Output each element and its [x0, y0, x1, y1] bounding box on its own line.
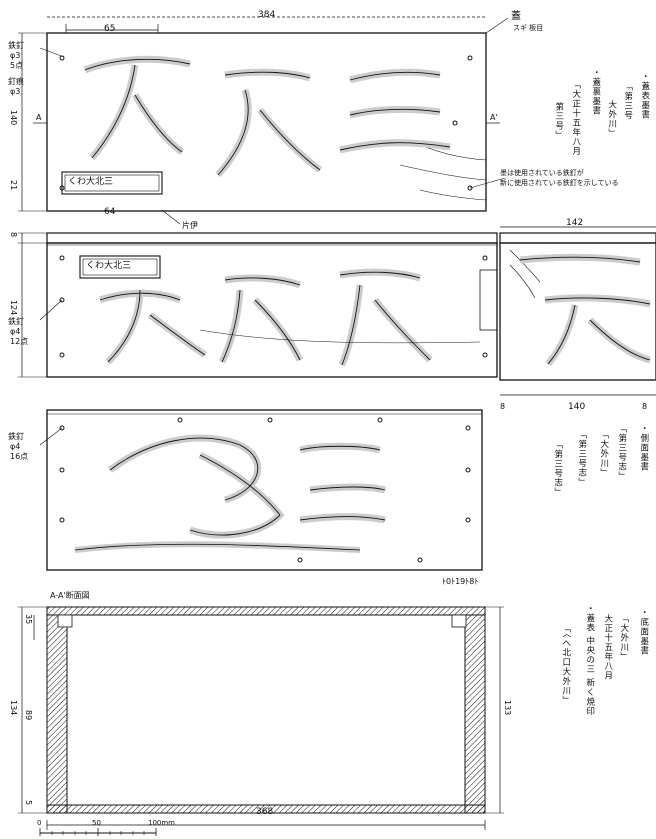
side-small-dim: 8: [500, 402, 506, 411]
back-nail-count: 16点: [10, 452, 29, 461]
section-inner-dim: 89: [24, 710, 33, 721]
side-insc-col1: 「第三号志」: [616, 424, 627, 481]
side-width-dim: 142: [566, 218, 584, 228]
lid-nail-count: 5点: [10, 61, 24, 70]
lid-brand-stamp: くわ大北三: [68, 177, 114, 187]
scale-zero: 0: [37, 819, 42, 827]
scale-hundred: 100mm: [148, 819, 175, 827]
section-depth-dim: 134: [9, 700, 18, 716]
section-view: [18, 606, 504, 830]
front-nail-size: φ4: [10, 327, 21, 336]
side-view: [499, 226, 656, 396]
lid-nail-label: 鉄釘: [8, 41, 24, 50]
section-top-dim: 35: [24, 614, 33, 625]
lid-sub-dim: 64: [104, 207, 116, 217]
bottom-insc-head: ・底面墨書: [638, 608, 649, 656]
lid-note-line1: 墨は使用されている鉄釘が: [500, 169, 584, 177]
side-insc-col4: 「第三号志」: [552, 440, 563, 497]
lid-nail-size: φ3: [10, 51, 21, 60]
back-view: [39, 409, 483, 571]
bottom-insc-col3: ・蓋表 中央の三 新く焼印: [584, 604, 595, 716]
section-length-dim: 368: [256, 807, 274, 817]
lid-stamp-label: 片伊: [182, 221, 198, 230]
scale-bar: [39, 828, 157, 836]
bottom-insc-col2: 大正十五年八月: [602, 614, 613, 681]
side-insc-col2: 「大外川」: [598, 430, 609, 478]
section-mark-a2: A': [490, 113, 498, 122]
lid-insc-col3: 「大正十五年八月: [570, 80, 581, 156]
front-nail-count: 12点: [10, 337, 29, 346]
back-nail-size: φ4: [10, 442, 21, 451]
lid-offset-dim: 65: [104, 24, 116, 34]
front-top-dim: 8: [9, 232, 18, 238]
front-brand-stamp: くわ大北三: [86, 261, 132, 271]
section-bottom-dim: 5: [24, 800, 33, 806]
lid-insc-head: ・蓋表墨書: [639, 72, 650, 120]
bottom-insc-col4: 「〈へ北口大外川」: [560, 624, 571, 706]
front-view: [18, 232, 498, 378]
side-lower-dim: 140: [568, 402, 586, 412]
lid-hole-label: 釘痕: [8, 77, 24, 86]
side-insc-head: ・側面墨書: [638, 424, 649, 472]
lid-insc-col2: 大外川」: [606, 100, 617, 138]
side-lower-edge: 8: [642, 402, 648, 411]
lid-insc-head2: ・蓋裏墨書: [590, 68, 601, 116]
side-insc-col3: 「第三号志」: [576, 430, 587, 487]
lid-height-dim: 140: [9, 110, 18, 126]
section-label: A-A'断面図: [50, 591, 90, 600]
lid-length-dim: 384: [258, 10, 276, 20]
lid-edge-dim: 21: [9, 180, 18, 191]
lid-note-line2: 新に使用されている鉄釘を示している: [500, 179, 619, 187]
front-nail-label: 鉄釘: [8, 317, 24, 326]
section-right-dim: 133: [503, 700, 512, 716]
lid-hole-size: φ3: [10, 87, 21, 96]
scale-fifty: 50: [92, 819, 101, 827]
lid-name: 蓋: [511, 11, 521, 22]
back-tick-label: ﾄ0ﾄ19ﾄ8ﾄ: [442, 577, 479, 586]
lid-insc-col4: 第三号」: [553, 102, 564, 140]
front-height-dim: 124: [9, 300, 18, 316]
lid-top-view: [18, 16, 509, 225]
lid-material: スギ 板目: [513, 24, 544, 32]
bottom-insc-col1: 「大外川」: [618, 614, 629, 662]
section-mark-a: A: [36, 113, 42, 122]
lid-insc-col1: 「第三号: [622, 82, 633, 120]
back-nail-label: 鉄釘: [8, 432, 24, 441]
